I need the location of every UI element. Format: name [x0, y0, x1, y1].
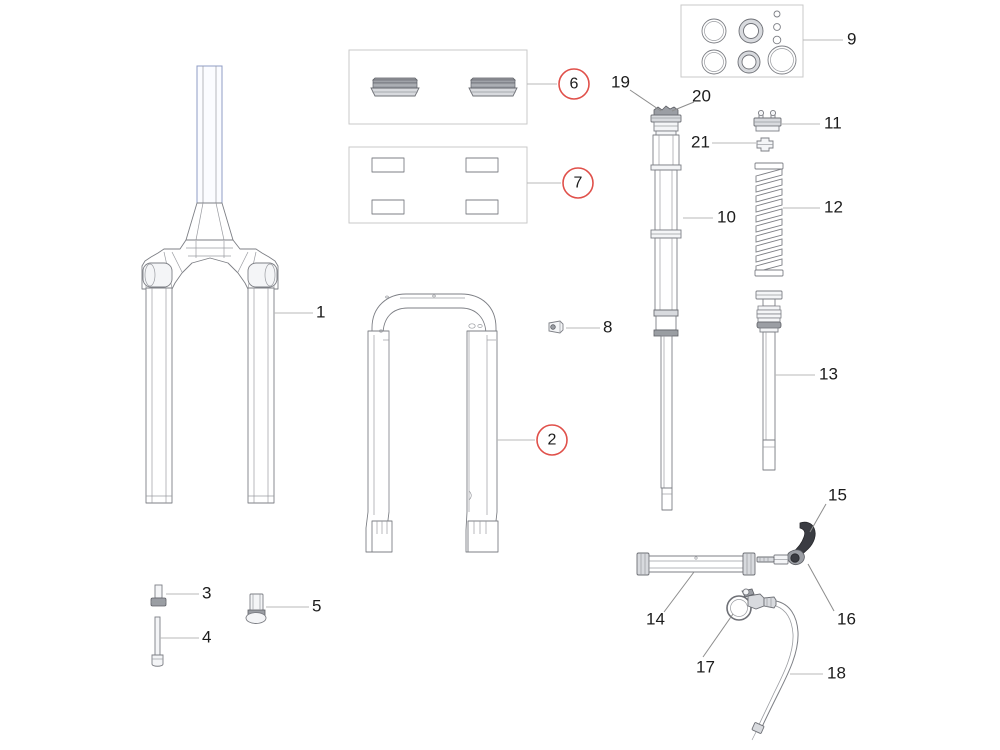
kit-box-9-o-ring-kit: [680, 4, 804, 78]
callout-label-10: 10: [717, 207, 736, 226]
leader-14: [663, 571, 695, 613]
callout-circle-label-2: 2: [548, 432, 557, 449]
leader-20: [671, 101, 695, 112]
callout-label-14: 14: [646, 609, 665, 628]
part-8-small-fitting: [548, 320, 564, 334]
part-4-long-shaft-bolt: [151, 616, 164, 667]
highlighted-callouts: 6 7 2: [536, 68, 594, 456]
callout-label-13: 13: [819, 364, 838, 383]
callout-label-21: 21: [691, 132, 710, 151]
callout-label-15: 15: [828, 485, 847, 504]
leader-15: [809, 503, 827, 533]
callout-circle-label-6: 6: [570, 76, 579, 93]
leader-19: [629, 89, 662, 112]
part-3-bottom-bolt: [150, 584, 167, 607]
callout-label-20: 20: [692, 86, 711, 105]
callout-circle-7[interactable]: 7: [562, 167, 594, 199]
callout-label-5: 5: [312, 596, 321, 615]
callout-label-19: 19: [611, 72, 630, 91]
part-10-damper-assembly: [650, 105, 682, 511]
dust-wiper-seal-a: [370, 77, 420, 97]
damper-top-cap-group: [650, 105, 682, 136]
callout-label-12: 12: [824, 197, 843, 216]
part-2-lower-leg-casting: [365, 293, 499, 553]
callout-label-8: 8: [603, 317, 612, 336]
callout-label-17: 17: [696, 657, 715, 676]
part-11-top-cap: [753, 109, 782, 132]
kit-box-7-bushing-kit: [348, 146, 528, 224]
callout-circle-2[interactable]: 2: [536, 424, 568, 456]
callout-label-4: 4: [202, 627, 211, 646]
part-15-quick-release-lever: [787, 521, 816, 566]
callout-label-11: 11: [824, 113, 842, 132]
part-16-axle-end-cap: [756, 554, 789, 565]
callout-labels: 1 3 4 5 8 9 10 11 12 13 14 15 16 17 18 1…: [202, 29, 856, 682]
part-1-crown-steerer-upper-tubes: [141, 65, 279, 504]
dust-wiper-seal-b: [468, 77, 518, 97]
part-13-spring-shaft-assembly: [755, 290, 783, 471]
part-14-thru-axle: [636, 552, 756, 576]
callout-circle-label-7: 7: [574, 175, 583, 192]
callout-label-18: 18: [827, 663, 846, 682]
callout-label-1: 1: [316, 302, 325, 321]
part-21-small-clip: [756, 137, 774, 152]
part-5-bottom-nut: [245, 593, 267, 624]
kit-box-6-seal-kit: [348, 49, 528, 125]
part-18-remote-cable: [751, 600, 799, 741]
callout-label-16: 16: [837, 609, 856, 628]
callout-label-3: 3: [202, 583, 211, 602]
part-12-coil-spring: [754, 162, 784, 277]
callout-circle-6[interactable]: 6: [558, 68, 590, 100]
leader-17: [702, 613, 734, 658]
callout-label-9: 9: [847, 29, 856, 48]
leader-16: [807, 563, 835, 612]
part-17-remote-lockout-clamp: [726, 588, 777, 621]
